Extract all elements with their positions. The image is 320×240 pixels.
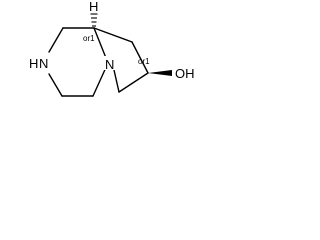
- hashed-bond-bridgehead-h: [90, 13, 98, 27]
- bond-ch2-to-carbinol: [131, 41, 149, 74]
- bond-carbinol-to-ch2: [118, 72, 149, 93]
- amine-h-label: H: [29, 56, 38, 71]
- bridgehead-stereo-descriptor: or1: [83, 34, 95, 43]
- amine-nitrogen-label: N: [39, 56, 48, 71]
- chemical-structure-diagram: H N N H OH or1 or1: [29, 0, 195, 97]
- piperazine-ring: [48, 27, 109, 97]
- bond-bridgehead-to-ch2: [93, 27, 133, 43]
- carbinol-stereo-descriptor: or1: [138, 57, 150, 66]
- pyrrolidine-ring: [93, 27, 149, 93]
- bond-amine-n-to-ch2: [48, 27, 64, 53]
- bridgehead-h-label: H: [89, 0, 98, 14]
- bridge-nitrogen-label: N: [105, 57, 114, 72]
- hydroxyl-label: OH: [175, 66, 195, 81]
- wedge-bond-carbinol-oh: [148, 70, 172, 76]
- bond-ch2-to-bridge-n: [113, 69, 120, 93]
- bond-ch2-to-amine-n: [48, 73, 63, 97]
